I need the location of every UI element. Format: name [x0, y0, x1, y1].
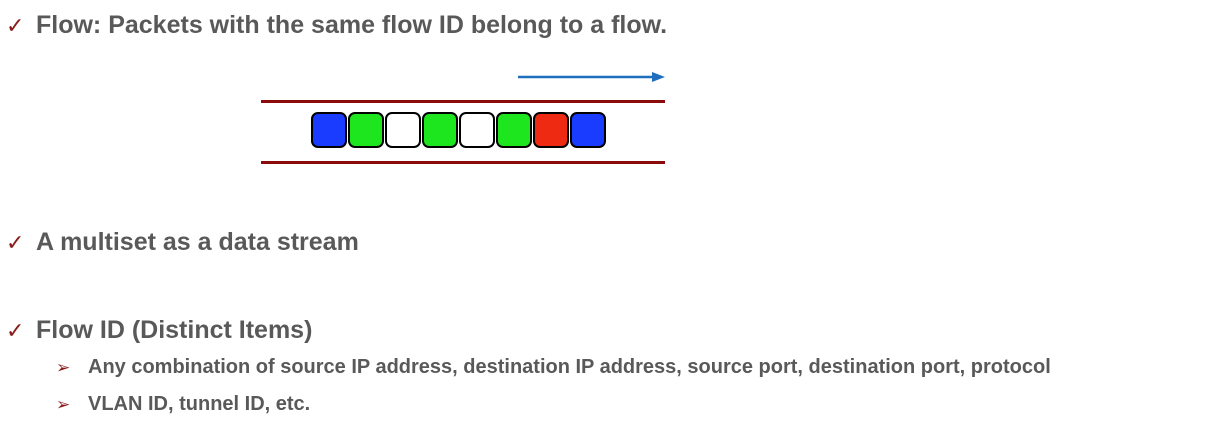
sub-bullet-vlan: ➢ VLAN ID, tunnel ID, etc. — [56, 393, 310, 416]
bullet-flow-id-text: Flow ID (Distinct Items) — [36, 316, 313, 344]
packet-8 — [570, 112, 606, 148]
packet-1 — [311, 112, 347, 148]
stream-top-rail — [261, 100, 665, 103]
bullet-flow-text: Flow: Packets with the same flow ID belo… — [36, 11, 668, 39]
checkmark-icon: ✓ — [6, 14, 25, 39]
packet-7 — [533, 112, 569, 148]
bullet-flow: ✓ Flow: Packets with the same flow ID be… — [6, 11, 667, 40]
right-arrow-icon — [518, 72, 665, 82]
sub-bullet-combination: ➢ Any combination of source IP address, … — [56, 356, 1051, 379]
packet-stream — [311, 112, 607, 148]
bullet-flow-id: ✓ Flow ID (Distinct Items) — [6, 316, 312, 345]
sub-bullet-text: Any combination of source IP address, de… — [88, 356, 1051, 378]
bullet-multiset-text: A multiset as a data stream — [36, 228, 359, 256]
arrow-bullet-icon: ➢ — [56, 395, 71, 415]
arrow-bullet-icon: ➢ — [56, 358, 71, 378]
checkmark-icon: ✓ — [6, 319, 25, 344]
packet-5 — [459, 112, 495, 148]
sub-bullet-text: VLAN ID, tunnel ID, etc. — [88, 393, 311, 415]
packet-6 — [496, 112, 532, 148]
checkmark-icon: ✓ — [6, 231, 25, 256]
stream-bottom-rail — [261, 161, 665, 164]
packet-2 — [348, 112, 384, 148]
packet-3 — [385, 112, 421, 148]
bullet-multiset: ✓ A multiset as a data stream — [6, 228, 359, 257]
packet-4 — [422, 112, 458, 148]
